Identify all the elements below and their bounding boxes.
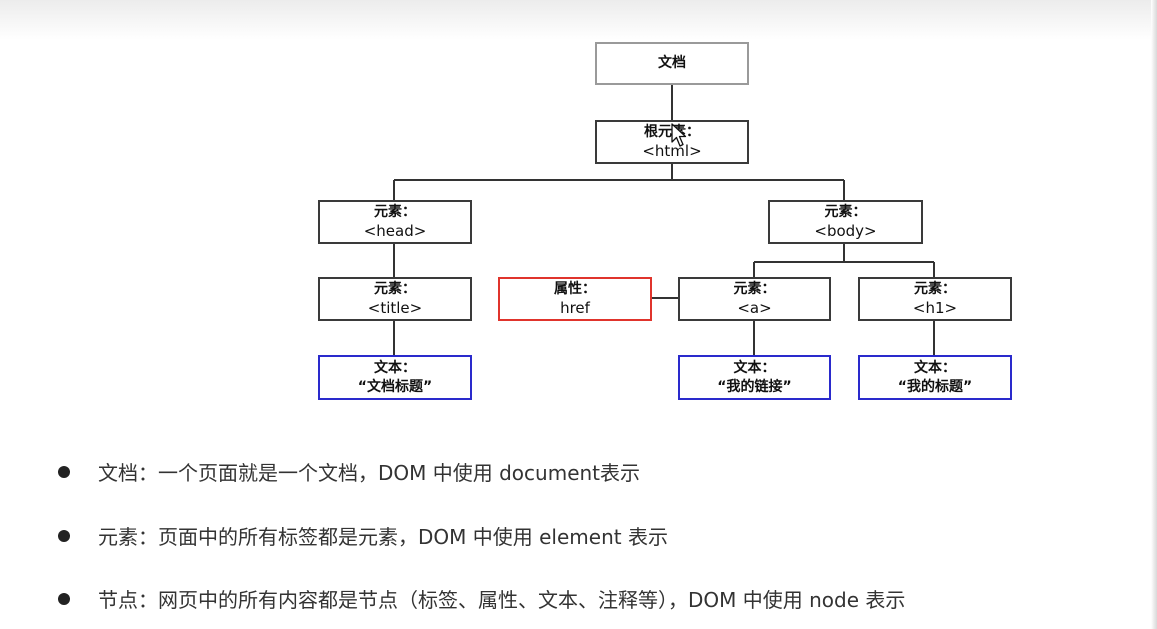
node-text-title: 文本： “文档标题” <box>318 355 472 400</box>
node-tag: <html> <box>642 142 702 160</box>
node-text-value: “我的标题” <box>897 378 973 395</box>
node-label: 属性： <box>554 281 596 297</box>
node-text-value: “我的链接” <box>717 378 792 395</box>
node-label: 元素： <box>824 204 867 220</box>
node-text-value: “文档标题” <box>357 378 433 395</box>
node-label: 文本： <box>914 359 956 376</box>
node-document-label: 文档 <box>658 55 686 71</box>
node-tag: href <box>560 299 590 317</box>
bullet-item-node: 节点：网页中的所有内容都是节点（标签、属性、文本、注释等），DOM 中使用 no… <box>58 584 905 613</box>
node-text-link: 文本： “我的链接” <box>678 355 831 400</box>
mouse-pointer-icon <box>671 123 687 147</box>
node-attribute-href: 属性： href <box>498 277 652 321</box>
node-label: 元素： <box>733 281 776 297</box>
bullet-item-document: 文档：一个页面就是一个文档，DOM 中使用 document表示 <box>58 457 640 486</box>
right-shade <box>1151 0 1157 629</box>
node-label: 元素： <box>374 281 416 297</box>
node-label: 元素： <box>914 281 956 297</box>
node-label: 文本： <box>733 359 776 376</box>
top-shade <box>0 0 1157 40</box>
bullet-text: 元素：页面中的所有标签都是元素，DOM 中使用 element 表示 <box>98 525 668 549</box>
bullet-dot-icon <box>58 465 70 478</box>
node-tag: <title> <box>367 299 423 317</box>
node-tag: <head> <box>363 222 427 240</box>
bullet-dot-icon <box>58 529 70 542</box>
node-head: 元素： <head> <box>318 200 472 244</box>
node-text-heading: 文本： “我的标题” <box>858 355 1012 400</box>
node-h1: 元素： <h1> <box>858 277 1012 321</box>
node-title: 元素： <title> <box>318 277 472 321</box>
bullet-dot-icon <box>58 592 70 605</box>
node-a: 元素： <a> <box>678 277 831 321</box>
bullet-text: 节点：网页中的所有内容都是节点（标签、属性、文本、注释等），DOM 中使用 no… <box>98 588 906 612</box>
node-tag: <h1> <box>912 299 958 317</box>
node-label: 元素： <box>374 204 416 220</box>
bullet-item-element: 元素：页面中的所有标签都是元素，DOM 中使用 element 表示 <box>58 521 668 550</box>
node-label: 文本： <box>374 359 416 376</box>
node-tag: <body> <box>814 222 877 240</box>
node-body: 元素： <body> <box>768 200 923 244</box>
node-tag: <a> <box>737 299 772 317</box>
bullet-text: 文档：一个页面就是一个文档，DOM 中使用 document表示 <box>98 461 641 485</box>
node-document: 文档 <box>595 42 749 85</box>
